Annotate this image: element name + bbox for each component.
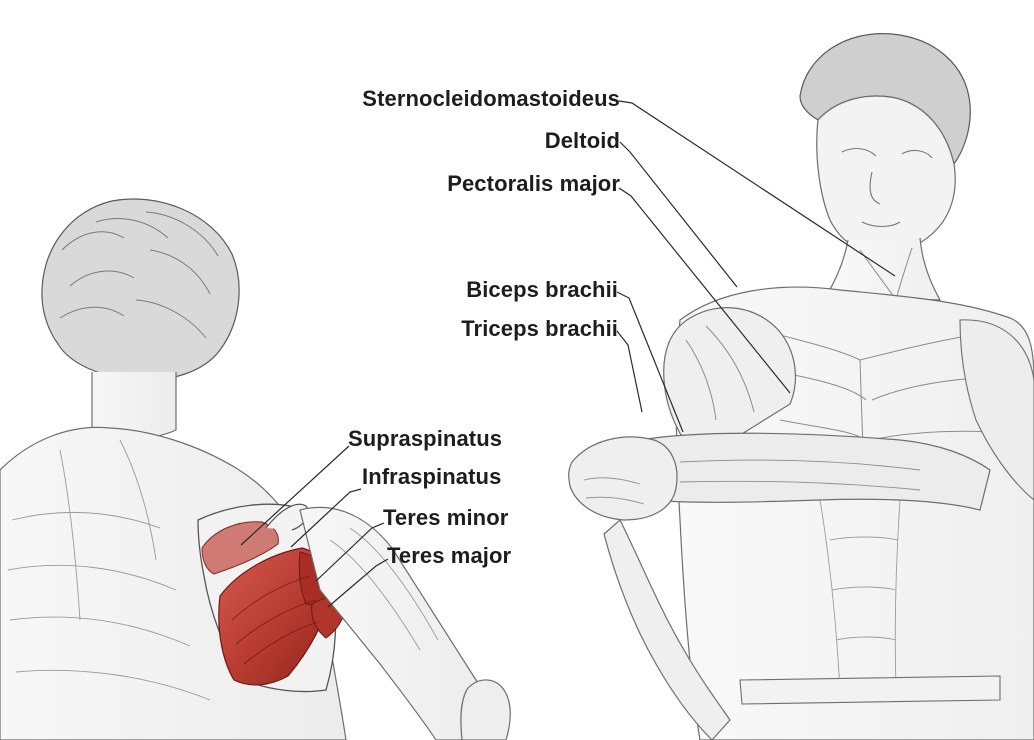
leader-line-deltoid — [620, 142, 737, 287]
label-biceps-brachii: Biceps brachii — [400, 279, 618, 301]
label-infraspinatus: Infraspinatus — [362, 466, 501, 488]
back-figure-head — [42, 199, 239, 380]
label-triceps-brachii: Triceps brachii — [398, 318, 618, 340]
label-pectoralis-major: Pectoralis major — [380, 173, 620, 195]
label-supraspinatus: Supraspinatus — [348, 428, 502, 450]
front-figure-hand — [569, 437, 677, 520]
front-view-figure — [569, 34, 1034, 740]
label-teres-minor: Teres minor — [383, 507, 508, 529]
label-sternocleidomastoideus: Sternocleidomastoideus — [306, 88, 620, 110]
label-deltoid: Deltoid — [480, 130, 620, 152]
front-figure-waistband — [740, 676, 1000, 704]
label-teres-major: Teres major — [387, 545, 511, 567]
leader-line-triceps-brachii — [617, 331, 642, 412]
back-figure-hand — [461, 680, 510, 740]
